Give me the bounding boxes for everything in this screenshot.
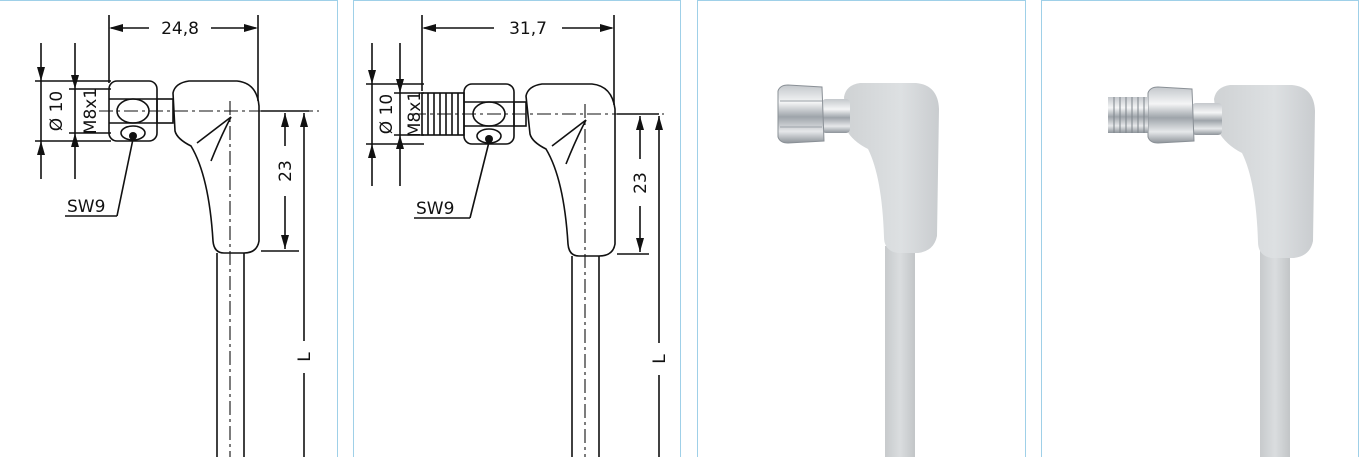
dim-height-label: 23 <box>631 172 651 194</box>
dim-cable-label: L <box>295 352 315 362</box>
dim-cable-label: L <box>650 354 670 364</box>
connector-photo-1 <box>777 83 939 457</box>
wrench-size-label: SW9 <box>67 197 105 217</box>
drawing-panel-1: 24,8 Ø 10 M8x1 23 L SW9 <box>0 0 338 457</box>
dim-height-label: 23 <box>276 160 296 182</box>
dim-thread-label: M8x1 <box>81 88 101 134</box>
dim-length-label: 31,7 <box>509 19 547 39</box>
connector-drawing-2: 31,7 Ø 10 M8x1 23 L SW9 <box>366 15 670 457</box>
dim-length-label: 24,8 <box>161 19 199 39</box>
dim-thread-label: M8x1 <box>405 91 425 137</box>
dim-diameter-label: Ø 10 <box>47 91 67 131</box>
product-photo-panel-1 <box>697 0 1026 457</box>
drawing-panel-2: 31,7 Ø 10 M8x1 23 L SW9 <box>353 0 681 457</box>
connector-drawing-1: 24,8 Ø 10 M8x1 23 L SW9 <box>35 15 319 457</box>
wrench-size-label: SW9 <box>416 199 454 219</box>
product-photo-panel-2 <box>1041 0 1359 457</box>
connector-photo-2 <box>1108 85 1315 457</box>
dim-diameter-label: Ø 10 <box>377 94 397 134</box>
